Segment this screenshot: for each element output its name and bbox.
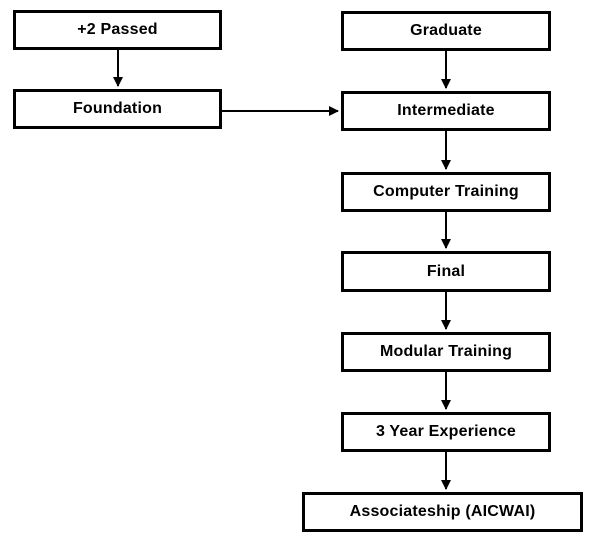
node-intermediate-label: Intermediate <box>397 102 495 119</box>
node-plus2-passed: +2 Passed <box>13 10 222 50</box>
node-associateship-aicwai: Associateship (AICWAI) <box>302 492 583 532</box>
node-associateship-aicwai-label: Associateship (AICWAI) <box>349 503 536 520</box>
node-plus2-passed-label: +2 Passed <box>77 21 158 38</box>
node-intermediate: Intermediate <box>341 91 551 131</box>
node-computer-training-label: Computer Training <box>373 183 519 200</box>
node-3-year-experience-label: 3 Year Experience <box>375 423 517 440</box>
node-final: Final <box>341 251 551 292</box>
node-foundation: Foundation <box>13 89 222 129</box>
node-modular-training: Modular Training <box>341 332 551 372</box>
node-3-year-experience: 3 Year Experience <box>341 412 551 452</box>
node-modular-training-label: Modular Training <box>379 343 513 360</box>
node-final-label: Final <box>426 262 466 280</box>
node-graduate-label: Graduate <box>410 22 482 39</box>
node-computer-training: Computer Training <box>341 172 551 212</box>
node-foundation-label: Foundation <box>72 100 163 117</box>
node-graduate: Graduate <box>341 11 551 51</box>
